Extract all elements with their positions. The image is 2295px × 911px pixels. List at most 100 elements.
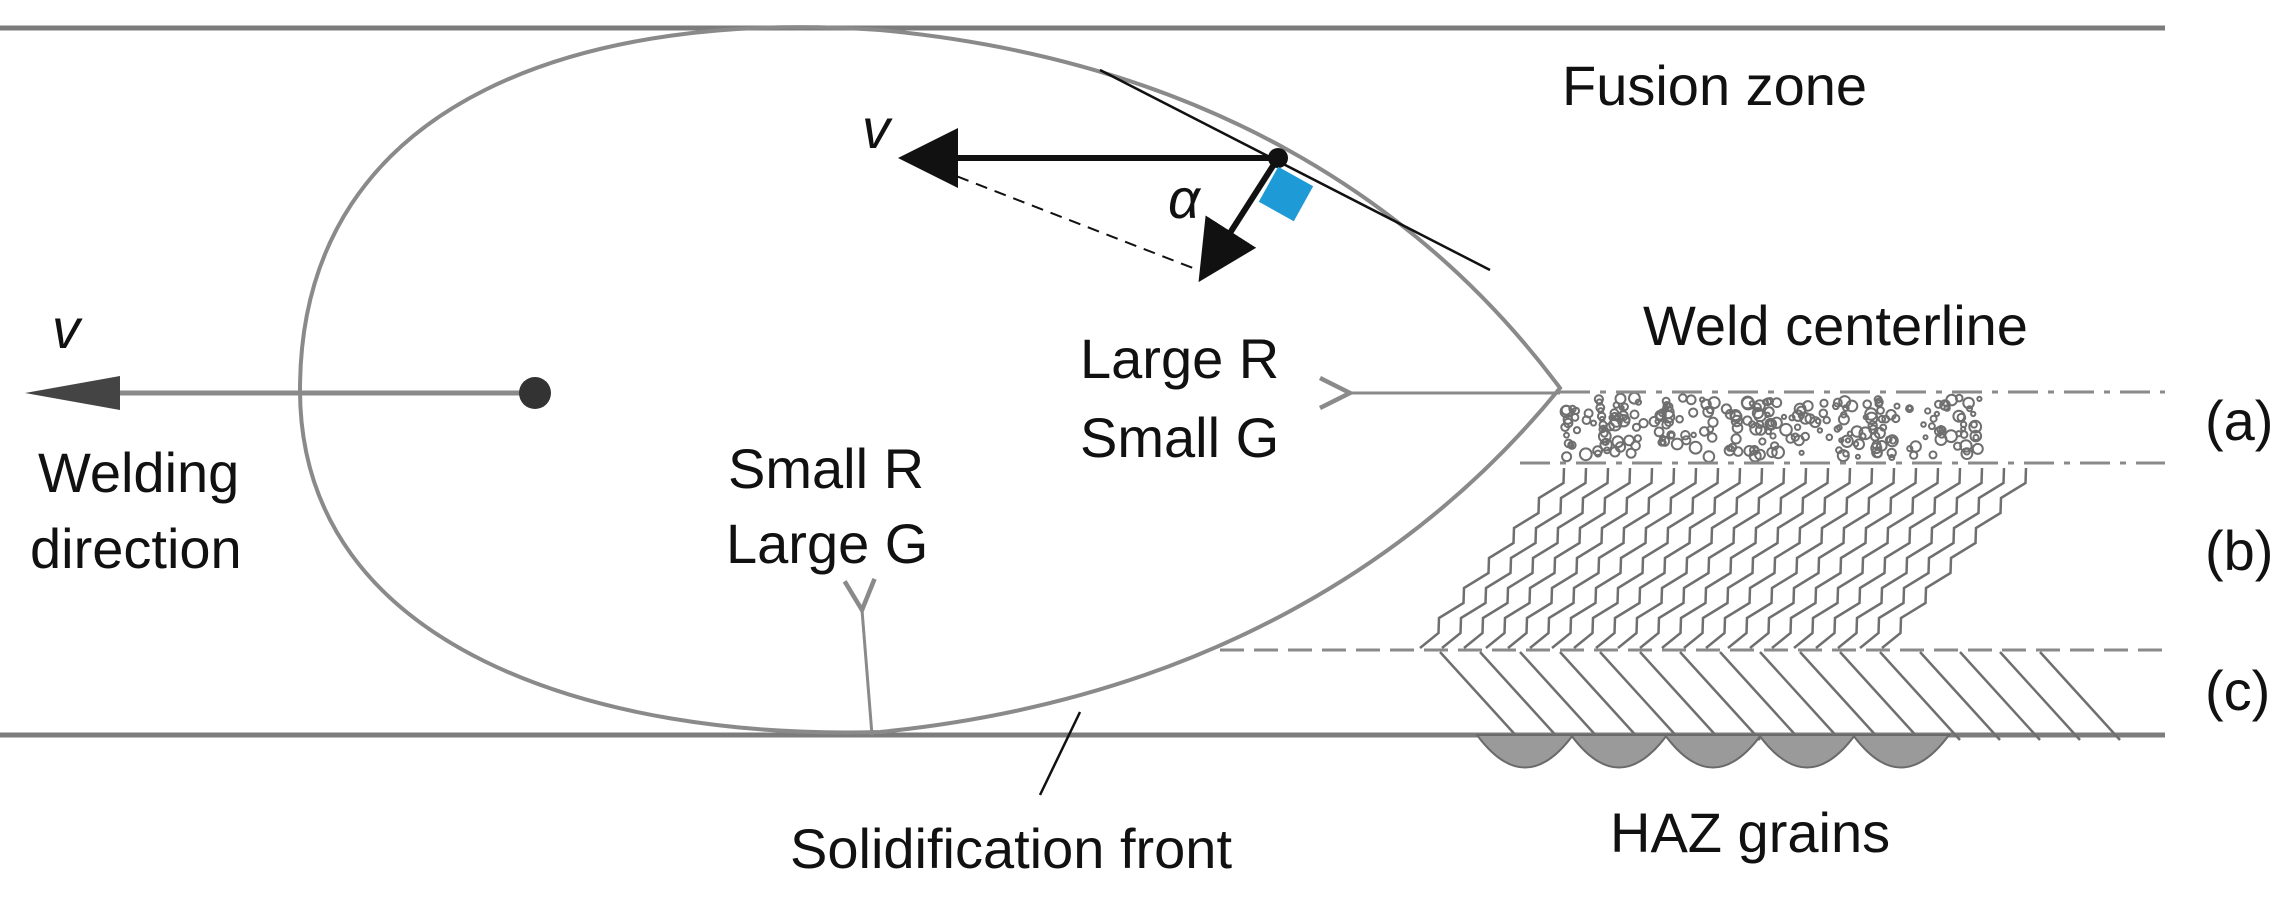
equiaxed-grain — [1885, 434, 1899, 448]
equiaxed-grain — [1597, 429, 1612, 444]
equiaxed-grain — [1971, 442, 1984, 455]
columnar-grain — [1799, 651, 1881, 741]
equiaxed-grain — [1592, 445, 1603, 457]
equiaxed-grain — [1962, 396, 1975, 410]
equiaxed-grain — [1680, 430, 1691, 441]
equiaxed-grain — [1962, 447, 1971, 456]
columnar-dendrite — [1859, 467, 2006, 649]
equiaxed-grain — [1934, 399, 1944, 409]
equiaxed-grain — [1785, 433, 1796, 444]
heat-source-dot — [519, 377, 551, 409]
columnar-grain — [1599, 651, 1681, 741]
equiaxed-grain — [1822, 416, 1831, 425]
normal-vector-arrow — [1198, 156, 1281, 283]
equiaxed-grain — [1596, 411, 1607, 421]
equiaxed-grain — [1920, 421, 1927, 428]
tangent-line — [1099, 68, 1491, 272]
equiaxed-grain — [1678, 393, 1688, 403]
equiaxed-grain — [1819, 398, 1829, 408]
equiaxed-grain — [1976, 395, 1983, 402]
equiaxed-grains-zone-a — [1559, 391, 1984, 463]
equiaxed-grain — [1603, 446, 1611, 455]
equiaxed-grain — [1909, 440, 1922, 453]
equiaxed-grain — [1675, 414, 1684, 424]
equiaxed-grain — [1905, 404, 1914, 414]
haz-grain — [1757, 734, 1857, 769]
columnar-dendrite — [1529, 467, 1676, 649]
columnar-grain — [1479, 651, 1561, 741]
equiaxed-grain — [1572, 426, 1582, 435]
columnar-dendrite — [1793, 467, 1940, 649]
columnar-dendrite — [1551, 467, 1698, 649]
equiaxed-grain — [1888, 454, 1896, 461]
equiaxed-grain — [1838, 395, 1852, 409]
equiaxed-grain — [1754, 448, 1766, 461]
haz-grain — [1851, 734, 1951, 769]
equiaxed-grain — [1885, 409, 1897, 421]
equiaxed-grain — [1614, 441, 1627, 453]
equiaxed-grain — [1751, 407, 1765, 420]
haz-grain — [1475, 734, 1575, 769]
equiaxed-grain — [1563, 431, 1570, 439]
weld-centerline-label: Weld centerline — [1643, 294, 2028, 357]
fusion-zone-label: Fusion zone — [1562, 54, 1867, 117]
equiaxed-grain — [1802, 400, 1814, 412]
columnar-dendrite — [1485, 467, 1632, 649]
equiaxed-grain — [1793, 402, 1807, 416]
columnar-dendrite — [1419, 467, 1566, 649]
equiaxed-grain — [1730, 414, 1744, 428]
equiaxed-grain — [1818, 408, 1829, 419]
equiaxed-grain — [1779, 422, 1793, 437]
equiaxed-grain — [1706, 405, 1715, 415]
equiaxed-grain — [1877, 414, 1887, 424]
equiaxed-grain — [1595, 402, 1606, 413]
haz-grain — [1663, 734, 1763, 769]
equiaxed-grain — [1952, 409, 1966, 423]
columnar-grain — [2039, 651, 2121, 741]
equiaxed-grain — [1874, 399, 1884, 409]
v-vector-label: v — [862, 97, 893, 160]
equiaxed-grain — [1724, 408, 1736, 420]
side-growth-arrow — [862, 610, 872, 736]
equiaxed-grain — [1867, 420, 1878, 431]
small-g-label: Small G — [1080, 406, 1279, 469]
large-r-label: Large R — [1080, 327, 1279, 390]
equiaxed-grain — [1667, 431, 1676, 439]
columnar-dendrite — [1705, 467, 1852, 649]
right-angle-marker — [1258, 166, 1314, 222]
equiaxed-grain — [1568, 442, 1575, 449]
columnar-grain — [1759, 651, 1841, 741]
equiaxed-grain — [1729, 410, 1743, 424]
equiaxed-grain — [1661, 419, 1672, 430]
equiaxed-grain — [1873, 395, 1883, 404]
columnar-dendrite — [1441, 467, 1588, 649]
equiaxed-grain — [1567, 440, 1577, 450]
columnar-dendrite — [1661, 467, 1808, 649]
equiaxed-grain — [1968, 419, 1983, 434]
equiaxed-grain — [1793, 423, 1802, 431]
columnar-dendrite — [1573, 467, 1720, 649]
equiaxed-grain — [1688, 440, 1703, 455]
region-b-label: (b) — [2205, 519, 2273, 582]
equiaxed-grain — [1663, 402, 1674, 412]
equiaxed-grain — [1578, 447, 1593, 462]
direction-label: direction — [30, 517, 242, 580]
columnar-dendrite — [1749, 467, 1896, 649]
equiaxed-grain — [1944, 429, 1958, 444]
equiaxed-grain — [1638, 418, 1649, 429]
equiaxed-grain — [1893, 402, 1901, 410]
solidification-front-label: Solidification front — [790, 817, 1232, 880]
equiaxed-grain — [1742, 415, 1753, 426]
equiaxed-grain — [1612, 401, 1621, 409]
solidification-front-leader — [1038, 711, 1082, 796]
equiaxed-grain — [1633, 434, 1643, 443]
equiaxed-grain — [1886, 447, 1897, 459]
equiaxed-grain — [1623, 434, 1635, 447]
columnar-grain — [1519, 651, 1601, 741]
weld-pool-outline — [297, 25, 1563, 735]
equiaxed-grain — [1599, 438, 1613, 452]
columnar-dendrite — [1881, 467, 2028, 649]
equiaxed-grain — [1844, 437, 1852, 444]
equiaxed-grain — [1879, 423, 1888, 432]
welding-label: Welding — [38, 441, 239, 504]
